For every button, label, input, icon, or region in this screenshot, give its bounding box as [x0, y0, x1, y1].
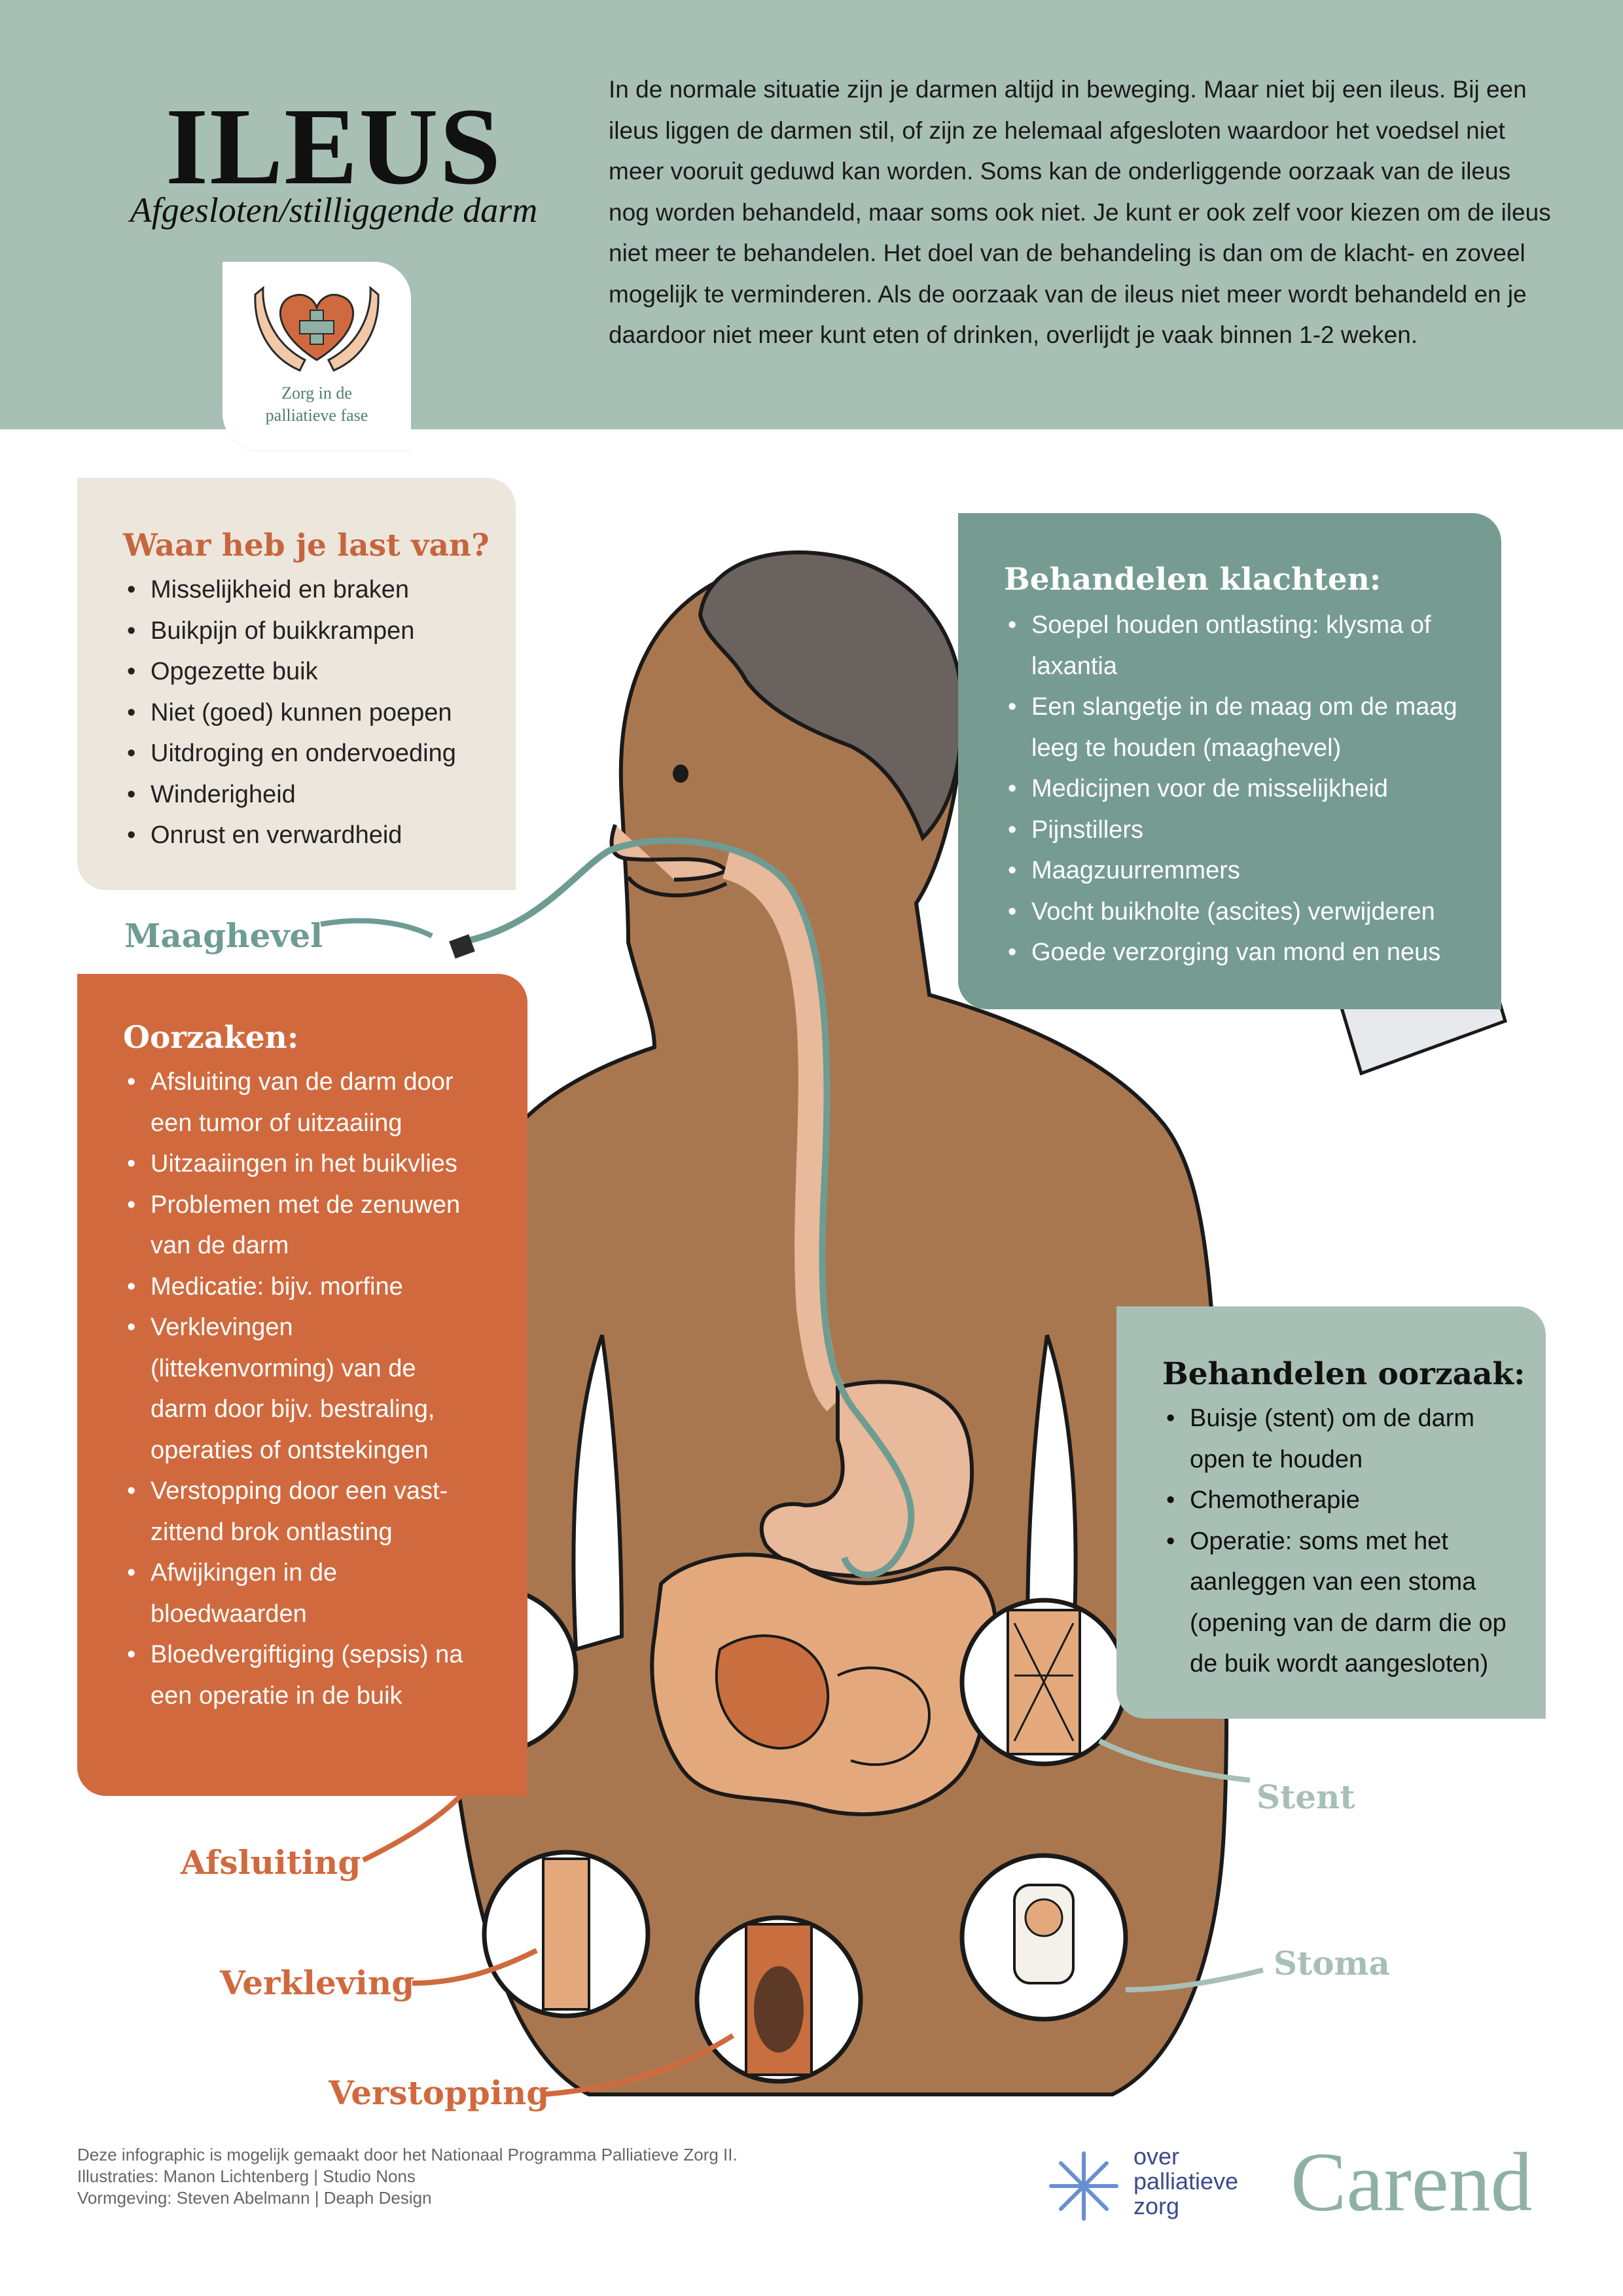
list-item: Problemen met de zenuwen van de darm [127, 1185, 474, 1266]
page-subtitle: Afgesloten/stilliggende darm [130, 190, 538, 230]
list-item: Chemotherapie [1166, 1480, 1507, 1521]
symptoms-box: Waar heb je last van? Misselijkheid en b… [77, 478, 516, 890]
list-item: Pijnstillers [1008, 810, 1466, 851]
list-item: Buikpijn of buikkrampen [127, 611, 456, 652]
causes-box: Oorzaken: Afsluiting van de darm door ee… [77, 974, 527, 1796]
list-item: Afsluiting van de darm door een tumor of… [127, 1062, 474, 1143]
callout-stoma: Stoma [1274, 1944, 1390, 1982]
care-logo-label: Zorg in de palliatieve fase [265, 384, 368, 425]
list-item: Afwijkingen in de bloedwaarden [127, 1552, 474, 1634]
list-item: Vocht buikholte (ascites) verwijderen [1008, 891, 1466, 933]
heart-hands-icon [254, 285, 380, 372]
list-item: Verklevingen (littekenvorming) van de da… [127, 1307, 474, 1471]
list-item: Bloedvergiftiging (sepsis) na een operat… [127, 1634, 474, 1716]
list-item: Medicatie: bijv. morfine [127, 1266, 474, 1308]
treat-cause-box: Behandelen oorzaak: Buisje (stent) om de… [1116, 1306, 1546, 1719]
callout-stent: Stent [1257, 1778, 1355, 1816]
list-item: Verstopping door een vast-zittend brok o… [127, 1471, 474, 1552]
treat-complaints-title: Behandelen klachten: [1004, 562, 1382, 598]
list-item: Een slangetje in de maag om de maag leeg… [1008, 687, 1466, 768]
callout-afsluiting: Afsluiting [181, 1843, 361, 1882]
symptoms-list: Misselijkheid en braken Buikpijn of buik… [127, 569, 456, 856]
list-item: Goede verzorging van mond en neus [1008, 932, 1466, 973]
credits: Deze infographic is mogelijk gemaakt doo… [77, 2145, 738, 2208]
partner-logo: over palliatieve zorg [1133, 2143, 1239, 2219]
callout-maaghevel: Maaghevel [124, 916, 323, 955]
brand-logo: Carend [1291, 2136, 1533, 2229]
symptoms-title: Waar heb je last van? [123, 528, 490, 564]
treat-complaints-box: Behandelen klachten: Soepel houden ontla… [958, 513, 1501, 1009]
page-title: ILEUS [165, 86, 503, 207]
list-item: Maagzuurremmers [1008, 850, 1466, 891]
care-logo-card: Zorg in de palliatieve fase [223, 262, 411, 450]
callout-verkleving: Verkleving [220, 1964, 415, 2002]
list-item: Uitzaaiingen in het buikvlies [127, 1143, 474, 1185]
treat-cause-title: Behandelen oorzaak: [1162, 1356, 1525, 1392]
list-item: Soepel houden ontlasting: klysma of laxa… [1008, 605, 1466, 687]
list-item: Niet (goed) kunnen poepen [127, 692, 456, 734]
list-item: Medicijnen voor de misselijkheid [1008, 768, 1466, 810]
causes-title: Oorzaken: [123, 1020, 299, 1056]
treat-cause-list: Buisje (stent) om de darm open te houden… [1166, 1398, 1507, 1685]
treat-complaints-list: Soepel houden ontlasting: klysma of laxa… [1008, 605, 1466, 973]
list-item: Winderigheid [127, 774, 456, 816]
list-item: Opgezette buik [127, 651, 456, 692]
star-logo-icon [1049, 2151, 1118, 2221]
intro-text: In de normale situatie zijn je darmen al… [609, 76, 1551, 348]
callout-verstopping: Verstopping [329, 2073, 550, 2112]
causes-list: Afsluiting van de darm door een tumor of… [127, 1062, 474, 1716]
list-item: Buisje (stent) om de darm open te houden [1166, 1398, 1507, 1480]
list-item: Onrust en verwardheid [127, 815, 456, 856]
list-item: Operatie: soms met het aanleggen van een… [1166, 1521, 1507, 1685]
list-item: Misselijkheid en braken [127, 569, 456, 611]
list-item: Uitdroging en ondervoeding [127, 733, 456, 774]
